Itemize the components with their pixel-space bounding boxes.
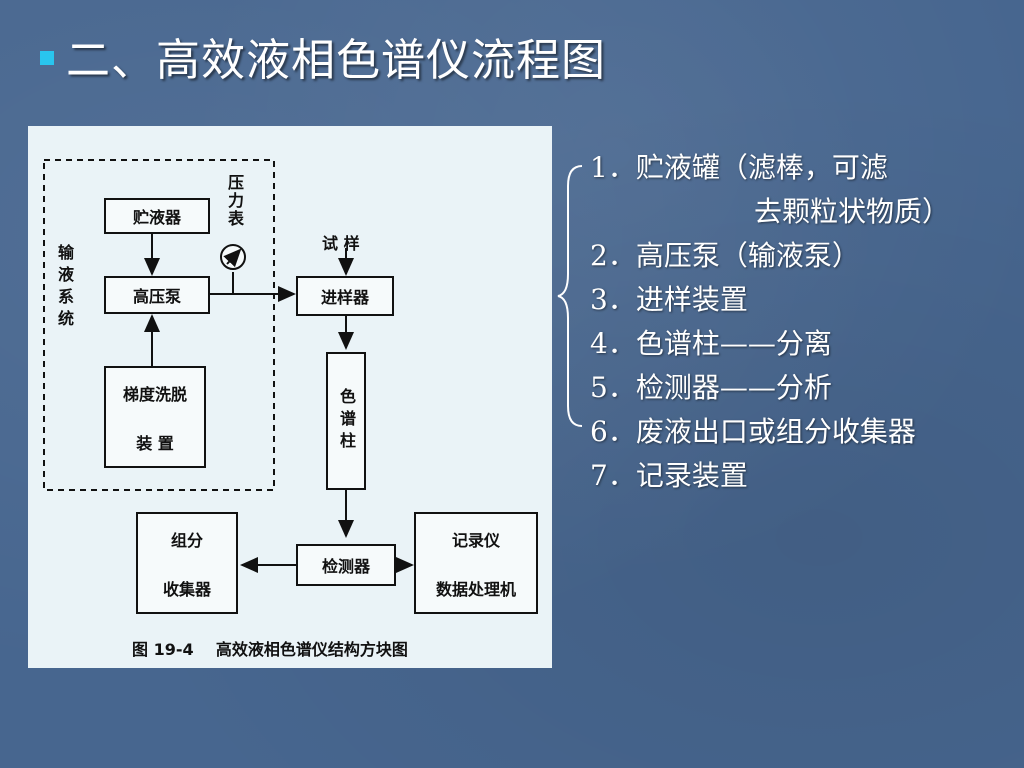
- list-item: 4．色谱柱——分离: [590, 327, 832, 360]
- system-boundary: [43, 159, 275, 491]
- list-item: 1．贮液罐（滤棒，可滤: [590, 151, 888, 184]
- brace-icon: [557, 165, 583, 427]
- diagram-connectors: [43, 159, 414, 573]
- list-item: 7．记录装置: [590, 459, 748, 492]
- page-title: 二、高效液相色谱仪流程图: [66, 35, 606, 86]
- recorder-label-2: 数据处理机: [435, 579, 516, 599]
- gradient-label-2: 装 置: [136, 433, 174, 453]
- system-label: 输液系统: [55, 244, 74, 332]
- reservoir-box: 贮液器: [104, 198, 210, 234]
- collector-label-2: 收集器: [162, 579, 211, 599]
- recorder-box: 记录仪 数据处理机: [414, 512, 538, 614]
- injector-label: 进样器: [320, 288, 369, 307]
- list-item: 去颗粒状物质）: [754, 195, 951, 228]
- pump-label: 高压泵: [132, 287, 181, 306]
- pressure-gauge-label: 压力表: [225, 174, 244, 228]
- gradient-label-1: 梯度洗脱: [122, 384, 187, 404]
- collector-box: 组分 收集器: [136, 512, 238, 614]
- column-label: 色谱柱: [337, 388, 356, 454]
- list-item: 3．进样装置: [590, 283, 748, 316]
- detector-label: 检测器: [321, 557, 370, 576]
- detector-box: 检测器: [296, 544, 396, 586]
- diagram-caption: 图 19-4 高效液相色谱仪结构方块图: [132, 640, 408, 659]
- list-item: 6．废液出口或组分收集器: [590, 415, 916, 448]
- list-item: 5．检测器——分析: [590, 371, 832, 404]
- title-row: 二、高效液相色谱仪流程图: [40, 24, 606, 88]
- component-list: 1．贮液罐（滤棒，可滤 去颗粒状物质） 2．高压泵（输液泵） 3．进样装置 4．…: [590, 146, 1010, 498]
- bullet-icon: [40, 51, 54, 65]
- flow-diagram: 输液系统 压力表 试 样 贮液器 高压泵 梯度洗脱 装 置 进样器 色谱柱 检测…: [28, 126, 552, 668]
- list-item: 2．高压泵（输液泵）: [590, 239, 860, 272]
- reservoir-label: 贮液器: [132, 208, 181, 227]
- sample-label: 试 样: [322, 234, 360, 253]
- injector-box: 进样器: [296, 276, 394, 316]
- column-box: 色谱柱: [326, 352, 366, 490]
- gradient-box: 梯度洗脱 装 置: [104, 366, 206, 468]
- recorder-label-1: 记录仪: [451, 530, 500, 550]
- pump-box: 高压泵: [104, 276, 210, 314]
- collector-label-1: 组分: [170, 530, 203, 550]
